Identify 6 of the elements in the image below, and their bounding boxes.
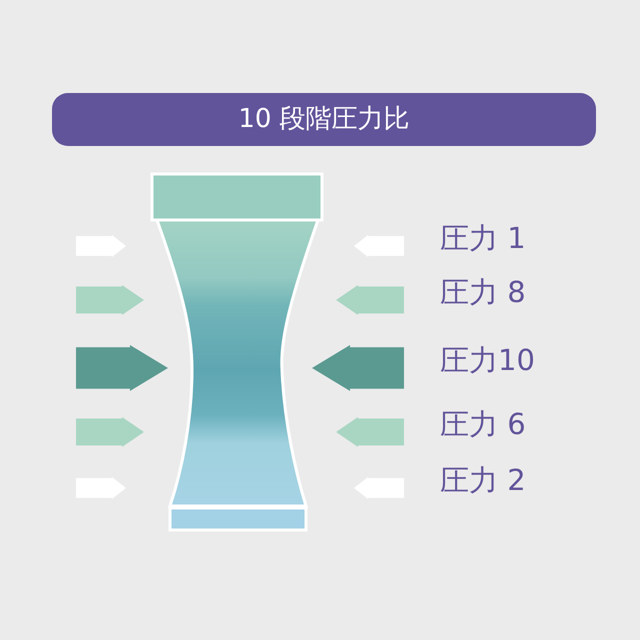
pressure-label: 圧力 6: [440, 406, 526, 443]
pressure-label: 圧力 1: [440, 220, 526, 257]
pressure-label: 圧力10: [440, 342, 535, 379]
pressure-label: 圧力 2: [440, 462, 526, 499]
pressure-label: 圧力 8: [440, 274, 526, 311]
title-bar: 10 段階圧力比: [52, 93, 596, 146]
